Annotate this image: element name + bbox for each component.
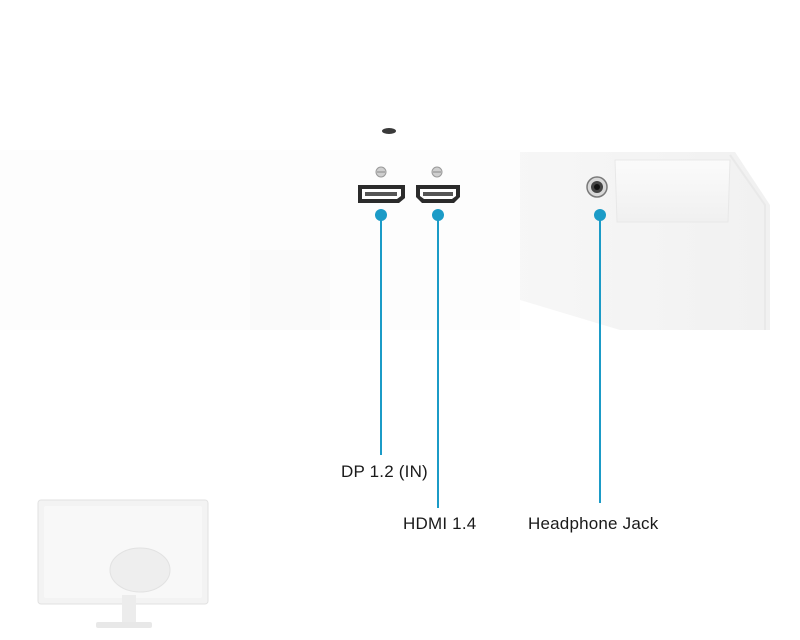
indicator-light-icon xyxy=(382,128,396,134)
displayport-icon xyxy=(358,185,405,203)
dp-port-label: DP 1.2 (IN) xyxy=(341,462,428,481)
hdmi-port-icon xyxy=(416,185,460,203)
screw-icon xyxy=(431,166,443,178)
hdmi-port-label: HDMI 1.4 xyxy=(403,514,477,533)
headphone-jack-icon xyxy=(586,176,608,198)
callout-dp xyxy=(375,209,387,455)
screw-icon xyxy=(375,166,387,178)
headphone-jack-label: Headphone Jack xyxy=(528,514,659,533)
monitor-thumbnail xyxy=(37,499,209,628)
callout-headphone xyxy=(594,209,606,503)
callout-hdmi xyxy=(432,209,444,508)
monitor-back-shell xyxy=(0,150,770,330)
